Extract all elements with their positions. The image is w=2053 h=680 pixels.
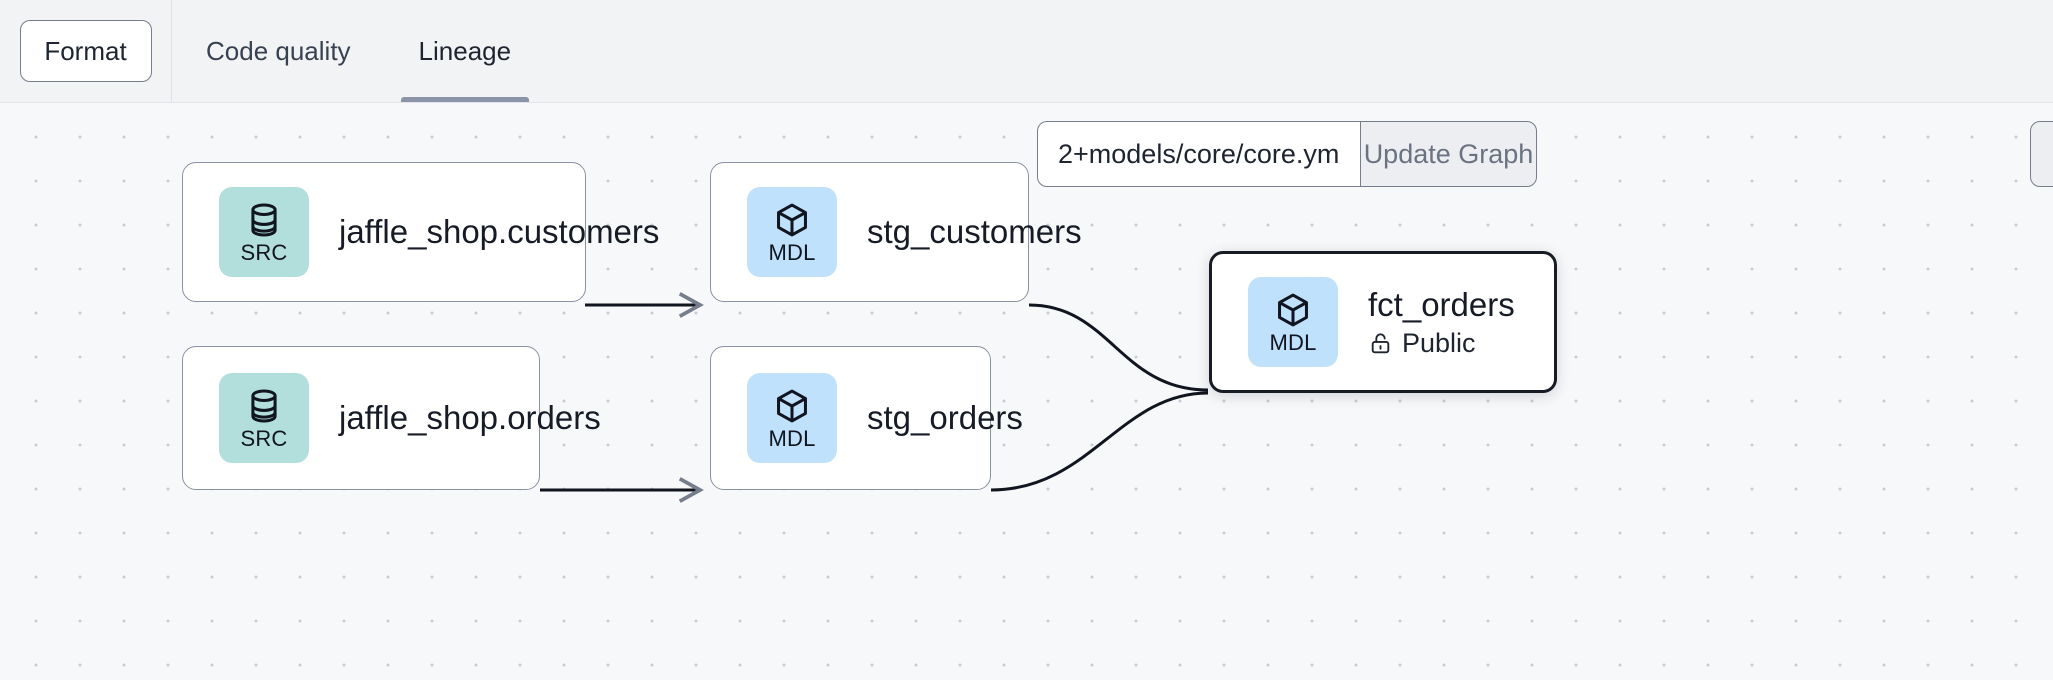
cube-icon: [1278, 293, 1308, 326]
edge-stg-customers-to-fct-orders: [1028, 303, 1209, 392]
edge-stg-orders-to-fct-orders: [990, 391, 1209, 492]
tab-lineage[interactable]: Lineage: [385, 0, 546, 102]
src-badge: SRC: [219, 373, 309, 463]
mdl-badge-label: MDL: [768, 425, 816, 451]
node-body: jaffle_shop.orders: [339, 399, 601, 437]
format-button[interactable]: Format: [19, 20, 152, 82]
lineage-node-jaffle-shop-customers[interactable]: SRC jaffle_shop.customers: [182, 162, 659, 302]
node-title: jaffle_shop.customers: [339, 213, 660, 250]
tab-code-quality-label: Code quality: [206, 35, 351, 66]
editor-toolbar: Format Code quality Lineage: [0, 0, 2053, 103]
tab-lineage-label: Lineage: [418, 35, 512, 66]
node-body: fct_orders Public: [1368, 286, 1515, 359]
tab-code-quality[interactable]: Code quality: [172, 0, 385, 102]
node-title: stg_customers: [867, 213, 1082, 250]
lineage-canvas[interactable]: SRC jaffle_shop.customers MDL stg_custom…: [0, 103, 2053, 680]
mdl-badge-label: MDL: [1269, 329, 1317, 355]
mdl-badge: MDL: [747, 187, 837, 277]
update-graph-button[interactable]: Update Graph: [1360, 121, 1537, 187]
lineage-node-jaffle-shop-orders[interactable]: SRC jaffle_shop.orders: [182, 346, 601, 490]
lineage-node-stg-orders[interactable]: MDL stg_orders: [710, 346, 1023, 490]
cube-icon: [777, 389, 807, 422]
dbt-selector-input[interactable]: [1037, 121, 1360, 187]
database-icon: [251, 202, 277, 237]
node-body: jaffle_shop.customers: [339, 213, 659, 251]
node-visibility-label: Public: [1402, 327, 1476, 358]
node-title: stg_orders: [867, 399, 1023, 436]
node-title: jaffle_shop.orders: [339, 399, 601, 436]
cube-icon: [777, 203, 807, 236]
mdl-badge: MDL: [747, 373, 837, 463]
node-title: fct_orders: [1368, 285, 1515, 323]
node-body: stg_customers: [867, 213, 1082, 251]
tab-bar: Code quality Lineage: [172, 0, 545, 102]
src-badge: SRC: [219, 187, 309, 277]
node-body: stg_orders: [867, 399, 1023, 437]
lineage-node-fct-orders[interactable]: MDL fct_orders Public: [1209, 251, 1557, 393]
canvas-right-edge-control[interactable]: [2030, 121, 2053, 187]
src-badge-label: SRC: [240, 425, 288, 451]
mdl-badge-label: MDL: [768, 239, 816, 265]
unlocked-padlock-icon: [1371, 332, 1390, 353]
toolbar-left-section: Format: [0, 0, 172, 102]
src-badge-label: SRC: [240, 239, 288, 265]
graph-controls: Update Graph: [1037, 121, 1537, 187]
node-visibility: Public: [1368, 328, 1515, 359]
lineage-edges: [540, 292, 1209, 503]
lineage-node-stg-customers[interactable]: MDL stg_customers: [710, 162, 1082, 302]
database-icon: [251, 388, 277, 423]
mdl-badge: MDL: [1248, 277, 1338, 367]
